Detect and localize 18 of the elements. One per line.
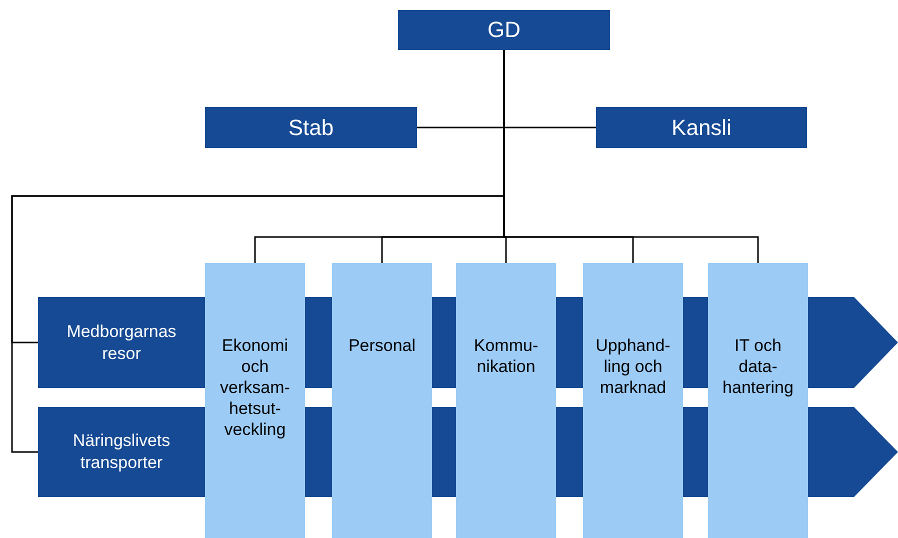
org-box [596,107,807,148]
band-label: Näringslivets transporter [72,430,172,474]
box-label: Kansli [672,114,732,140]
org-box [398,10,610,50]
band-label: Medborgarnas resor [66,320,178,364]
column-label: Kommu- nikation [472,335,540,377]
column-label: Personal [347,335,417,356]
column-label: Ekonomi och verksam- hetsut- veckling [219,335,291,440]
column-label: Upphand- ling och marknad [594,335,672,398]
department-column [708,263,808,538]
org-box [205,107,417,148]
department-column [205,263,305,538]
department-column [332,263,432,538]
box-label: GD [488,17,520,43]
column-label: IT och data- hantering [722,335,794,398]
department-column [456,263,556,538]
box-label: Stab [288,114,334,140]
department-column [583,263,683,538]
